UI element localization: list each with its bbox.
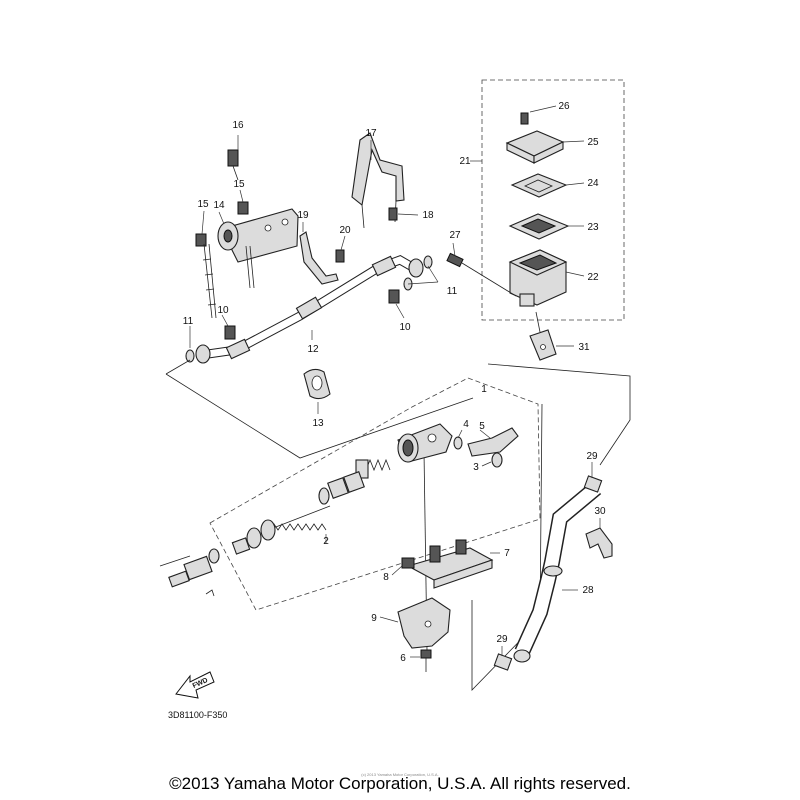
callout-29-lower: 29 — [496, 634, 508, 645]
callout-3: 3 — [473, 462, 479, 473]
hose-clamp-30 — [585, 518, 613, 559]
callout-17: 17 — [365, 128, 377, 139]
reservoir-group — [446, 105, 585, 307]
hose-clip-upper — [583, 462, 603, 493]
return-hose — [513, 481, 602, 663]
callout-6: 6 — [400, 653, 406, 664]
callout-16: 16 — [232, 120, 244, 131]
callout-15-upper: 15 — [233, 179, 245, 190]
master-cylinder-assembly-box — [209, 377, 541, 611]
callout-14: 14 — [213, 200, 225, 211]
callout-15-left: 15 — [197, 199, 209, 210]
reservoir-body — [508, 249, 585, 307]
callout-13: 13 — [312, 418, 324, 429]
bolt-18 — [388, 207, 419, 221]
callout-29-upper: 29 — [586, 451, 598, 462]
master-cylinder — [231, 423, 519, 555]
callout-2: 2 — [323, 536, 329, 547]
callout-27: 27 — [449, 230, 461, 241]
callout-10-right: 10 — [399, 322, 411, 333]
callout-26: 26 — [558, 101, 570, 112]
callout-12: 12 — [307, 344, 319, 355]
diaphragm-plate — [510, 173, 585, 198]
reservoir-bracket — [529, 311, 574, 361]
callout-24: 24 — [587, 178, 599, 189]
callout-9: 9 — [371, 613, 377, 624]
callout-30: 30 — [594, 506, 606, 517]
reservoir-cap — [505, 130, 585, 164]
routing-line-left — [165, 373, 474, 459]
bracket-assembly — [195, 135, 299, 319]
brake-hose — [185, 242, 456, 364]
clevis-pin — [159, 548, 220, 597]
pedal-bracket — [406, 539, 500, 589]
callouts: 1 2 3 4 5 6 7 8 9 10 10 11 11 12 13 14 1… — [183, 101, 606, 664]
hose-clamp-19 — [299, 222, 339, 285]
bolt-20 — [335, 235, 346, 263]
callout-5: 5 — [479, 421, 485, 432]
callout-18: 18 — [422, 210, 434, 221]
callout-10-left: 10 — [217, 305, 229, 316]
copyright-notice: ©2013 Yamaha Motor Corporation, U.S.A. A… — [169, 774, 631, 793]
reservoir-bolt — [446, 252, 517, 297]
reservoir-assembly-box — [481, 79, 625, 321]
callout-19: 19 — [297, 210, 309, 221]
routing-line-top — [165, 359, 191, 375]
callout-20: 20 — [339, 225, 351, 236]
callout-7: 7 — [504, 548, 510, 559]
callout-11-left: 11 — [183, 316, 194, 327]
callout-11-right: 11 — [447, 286, 458, 297]
callout-23: 23 — [587, 222, 599, 233]
fwd-arrow: FWD — [175, 671, 215, 699]
hose-clamp-13 — [303, 368, 331, 414]
callout-28: 28 — [582, 585, 594, 596]
callout-8: 8 — [383, 572, 389, 583]
cap-screw — [520, 105, 557, 125]
watermark: (c) 2013 Yamaha Motor Corporation, U.S.A… — [361, 772, 438, 777]
hose-clip-lower — [493, 646, 513, 671]
routing-line-right — [487, 363, 631, 466]
guard-plate — [379, 597, 451, 649]
bolt-6 — [410, 649, 432, 672]
callout-1: 1 — [481, 384, 487, 395]
bolt-8 — [391, 557, 415, 576]
callout-4: 4 — [463, 419, 469, 430]
routing-line-lower — [471, 403, 543, 691]
diaphragm — [508, 213, 584, 240]
callout-21: 21 — [459, 156, 471, 167]
callout-31: 31 — [578, 342, 590, 353]
diagram-code: 3D81100-F350 — [168, 710, 227, 720]
callout-25: 25 — [587, 137, 599, 148]
callout-22: 22 — [587, 272, 599, 283]
